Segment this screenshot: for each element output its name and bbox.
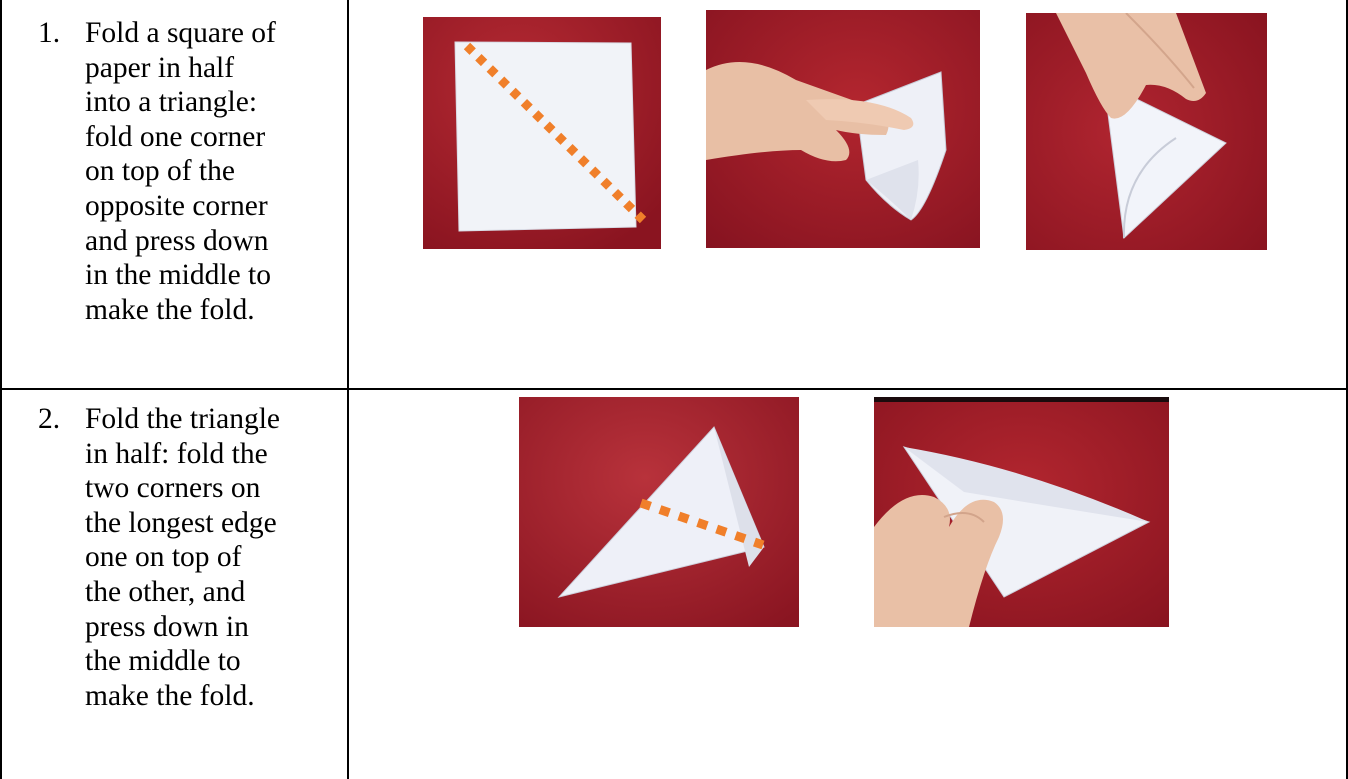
step-1-photo-hand-folding <box>706 10 980 248</box>
table-row-divider <box>0 388 1348 390</box>
step-2-number: 2. <box>38 403 61 435</box>
step-2-photo-triangle-with-fold-line <box>519 397 799 627</box>
step-2-instruction: 2. Fold the triangle in half: fold the t… <box>38 402 355 713</box>
step-1-text: Fold a square of paper in half into a tr… <box>85 17 276 326</box>
step-1-number: 1. <box>38 17 61 49</box>
step-1-instruction: 1. Fold a square of paper in half into a… <box>38 16 355 327</box>
step-2-text: Fold the triangle in half: fold the two … <box>85 403 280 712</box>
step-2-photo-fingers-folding-triangle <box>874 397 1169 627</box>
step-1-photo-square-with-fold-line <box>423 17 661 249</box>
step-1-photo-hand-pressing-triangle <box>1026 13 1267 250</box>
